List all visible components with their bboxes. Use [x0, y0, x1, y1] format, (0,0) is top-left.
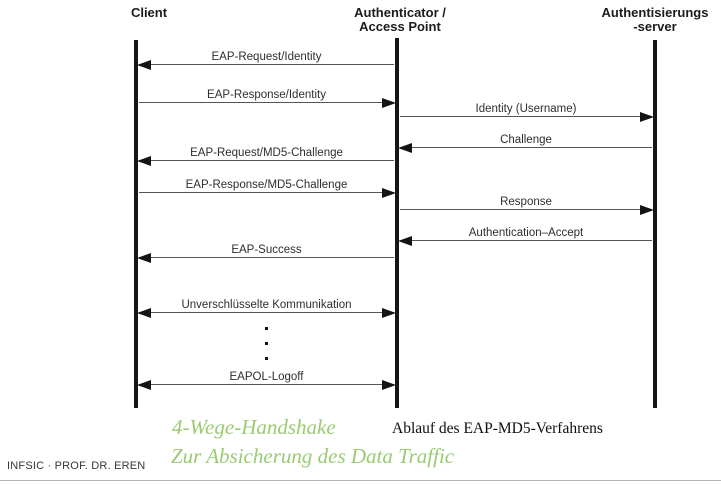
message-challenge: Challenge [398, 131, 653, 153]
arrowhead-left-icon [398, 236, 412, 246]
message-unverschluesselte-kommunikation: Unverschlüsselte Kommunikation [137, 296, 396, 318]
actor-label-client: Client [99, 6, 199, 20]
message-label: EAP-Response/MD5-Challenge [185, 179, 348, 191]
annotation-line1: 4-Wege-Handshake [172, 415, 336, 439]
arrowhead-left-icon [137, 308, 151, 318]
arrowhead-right-icon [382, 188, 396, 198]
actor-label-line: -server [633, 19, 677, 34]
arrowhead-right-icon [382, 380, 396, 390]
message-label: EAP-Response/Identity [207, 89, 326, 101]
message-line [400, 147, 652, 148]
message-eap-request-identity: EAP-Request/Identity [137, 48, 395, 70]
arrowhead-left-icon [137, 60, 151, 70]
message-line [400, 240, 652, 241]
diagram-caption: Ablauf des EAP-MD5-Verfahrens [392, 420, 603, 437]
arrowhead-right-icon [382, 308, 396, 318]
lifeline-auth-server [653, 40, 657, 408]
ellipsis-dot [265, 357, 268, 360]
message-label: EAP-Success [231, 244, 302, 256]
message-label: EAPOL-Logoff [229, 371, 304, 383]
arrowhead-right-icon [640, 205, 654, 215]
lifeline-authenticator [395, 38, 399, 408]
lifeline-client [134, 40, 138, 408]
message-label: Identity (Username) [475, 103, 577, 115]
message-line [139, 312, 394, 313]
actor-label-line: Access Point [359, 19, 441, 34]
annotation-line2: Zur Absicherung des Data Traffic [171, 444, 455, 468]
message-label: Response [500, 196, 552, 208]
message-label: Unverschlüsselte Kommunikation [181, 299, 352, 311]
footer-credit: INFSIC · PROF. DR. EREN [7, 460, 146, 472]
actor-label-line: Authentisierungs [601, 5, 709, 20]
message-line [400, 209, 652, 210]
message-label: EAP-Request/Identity [211, 51, 322, 63]
vertical-ellipsis [265, 327, 268, 372]
message-line [139, 384, 394, 385]
message-line [400, 116, 652, 117]
footer-divider [0, 480, 721, 481]
arrowhead-left-icon [398, 143, 412, 153]
arrowhead-left-icon [137, 156, 151, 166]
actor-label-auth-server: Authentisierungs -server [582, 6, 721, 34]
message-line [139, 192, 394, 193]
ellipsis-dot [265, 342, 268, 345]
message-label: Challenge [500, 134, 552, 146]
message-line [139, 64, 394, 65]
message-label: EAP-Request/MD5-Challenge [190, 147, 343, 159]
message-line [139, 160, 394, 161]
message-eap-success: EAP-Success [137, 241, 395, 263]
message-authentication-accept: Authentication–Accept [398, 224, 653, 246]
actor-label-line: Authenticator / [354, 5, 446, 20]
arrowhead-left-icon [137, 380, 151, 390]
actor-label-line: Client [130, 5, 168, 20]
message-eapol-logoff: EAPOL-Logoff [137, 368, 396, 390]
message-response: Response [399, 193, 654, 215]
message-eap-request-md5-challenge: EAP-Request/MD5-Challenge [137, 144, 395, 166]
arrowhead-right-icon [382, 98, 396, 108]
message-eap-response-identity: EAP-Response/Identity [138, 86, 396, 108]
actor-label-authenticator: Authenticator / Access Point [327, 6, 473, 34]
message-line [139, 102, 394, 103]
message-eap-response-md5-challenge: EAP-Response/MD5-Challenge [138, 176, 396, 198]
message-line [139, 257, 394, 258]
arrowhead-left-icon [137, 253, 151, 263]
arrowhead-right-icon [640, 112, 654, 122]
message-identity-username: Identity (Username) [399, 100, 654, 122]
message-label: Authentication–Accept [468, 227, 584, 239]
ellipsis-dot [265, 327, 268, 330]
